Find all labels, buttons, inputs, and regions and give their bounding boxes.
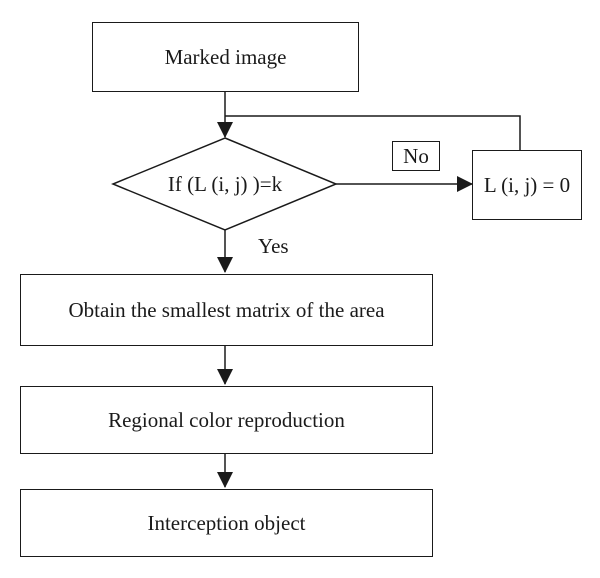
step2-node-label: Regional color reproduction <box>108 407 345 432</box>
step3-node-label: Interception object <box>147 510 306 535</box>
start-node: Marked image <box>92 22 359 92</box>
no-label: No <box>403 143 429 168</box>
decision-node-label-wrap: If (L (i, j) )=k <box>110 166 340 202</box>
step2-node: Regional color reproduction <box>20 386 433 454</box>
decision-node-label: If (L (i, j) )=k <box>167 171 283 196</box>
no-label-box: No <box>392 141 440 171</box>
yes-label: Yes <box>258 234 289 258</box>
no-action-node: L (i, j) = 0 <box>472 150 582 220</box>
step1-node-label: Obtain the smallest matrix of the area <box>68 297 385 322</box>
start-node-label: Marked image <box>164 44 287 69</box>
edge-loop-back <box>225 115 521 150</box>
no-action-node-label: L (i, j) = 0 <box>483 172 571 197</box>
step3-node: Interception object <box>20 489 433 557</box>
step1-node: Obtain the smallest matrix of the area <box>20 274 433 346</box>
